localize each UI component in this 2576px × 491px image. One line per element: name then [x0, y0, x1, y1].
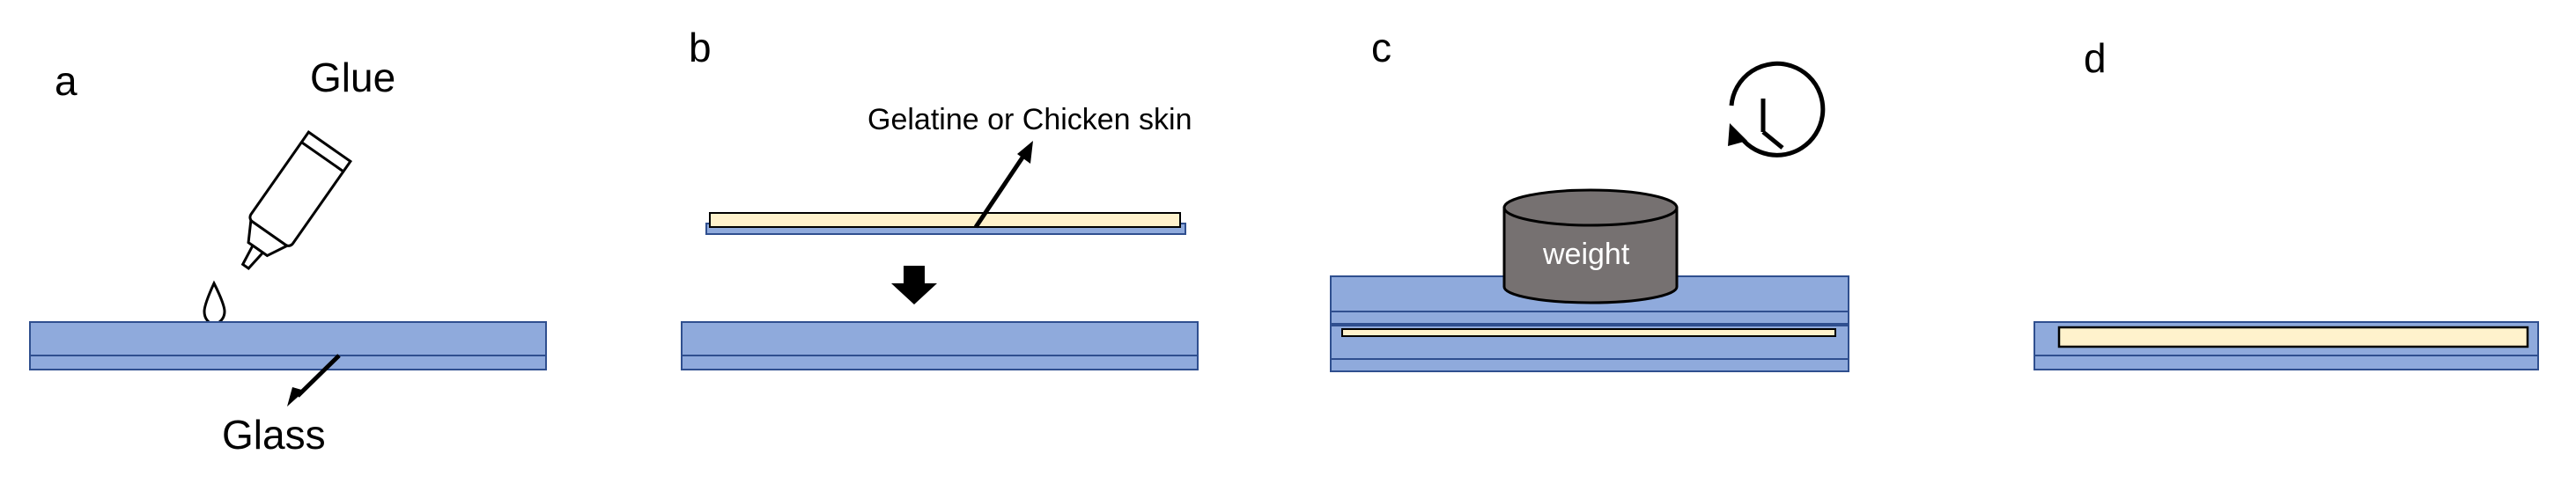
- glass-slide-stack: [681, 321, 1199, 370]
- sample-label: Gelatine or Chicken skin: [867, 103, 1192, 136]
- weight-cylinder: weight: [1502, 188, 1679, 304]
- panel-d-letter: d: [2084, 35, 2107, 81]
- down-arrow-icon: [891, 266, 937, 304]
- clock-timer-icon: [1728, 61, 1826, 158]
- panel-c-letter: c: [1371, 25, 1391, 70]
- panel-a-letter: a: [55, 58, 78, 104]
- panel-b-letter: b: [689, 25, 712, 70]
- sample-pointer-arrow: [973, 141, 1033, 229]
- weight-label: weight: [1542, 238, 1630, 271]
- glue-tube-icon: [240, 130, 353, 271]
- panel-a: a Glue Glass: [29, 55, 547, 458]
- glass-slide-stack: [29, 321, 547, 370]
- glue-label: Glue: [310, 55, 395, 100]
- glue-drop-icon: [203, 280, 226, 326]
- bottom-glass-slide: [1330, 325, 1849, 372]
- sample-strip: [705, 212, 1186, 235]
- panel-b: b Gelatine or Chicken skin: [681, 25, 1199, 370]
- panel-d: d: [2033, 35, 2539, 370]
- finished-glass-sample: [2033, 321, 2539, 370]
- glass-pointer-arrow: [287, 354, 341, 407]
- glass-label: Glass: [222, 412, 326, 458]
- panel-c: c weight: [1330, 25, 1849, 372]
